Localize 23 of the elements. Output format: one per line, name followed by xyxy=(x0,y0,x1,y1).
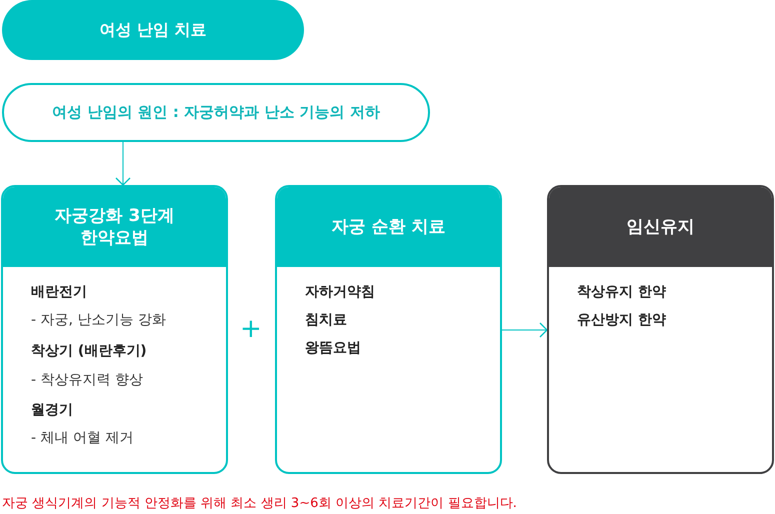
item-text: - 착상유지력 향상 xyxy=(31,371,143,389)
item-heading: 자하거약침 xyxy=(305,283,375,301)
item-heading: 침치료 xyxy=(305,311,347,329)
pill-label: 여성 난임 치료 xyxy=(99,20,207,40)
item-text: - 자궁, 난소기능 강화 xyxy=(31,311,166,329)
card-title: 임신유지 xyxy=(626,216,694,238)
card-title: 자궁강화 3단계 한약요법 xyxy=(54,204,174,250)
plus-sign: + xyxy=(240,314,262,344)
item-heading: 월경기 xyxy=(31,401,73,419)
note-text: 자궁 생식기계의 기능적 안정화를 위해 최소 생리 3~6회 이상의 치료기간이 필요합니다. xyxy=(2,495,517,512)
chevron-arrow xyxy=(502,322,548,338)
item-heading: 왕뜸요법 xyxy=(305,339,361,357)
item-heading: 배란전기 xyxy=(31,283,87,301)
item-heading: 착상기 (배란후기) xyxy=(31,342,147,360)
item-heading: 착상유지 한약 xyxy=(577,283,666,301)
treatment-card xyxy=(275,185,502,474)
item-text: - 체내 어혈 제거 xyxy=(31,429,134,447)
treatment-card xyxy=(547,185,774,474)
card-title: 자궁 순환 치료 xyxy=(332,216,446,238)
item-heading: 유산방지 한약 xyxy=(577,311,666,329)
chevron-arrow xyxy=(115,142,131,186)
pill-label: 여성 난임의 원인 : 자궁허약과 난소 기능의 저하 xyxy=(52,103,380,122)
treatment-card xyxy=(1,185,228,474)
